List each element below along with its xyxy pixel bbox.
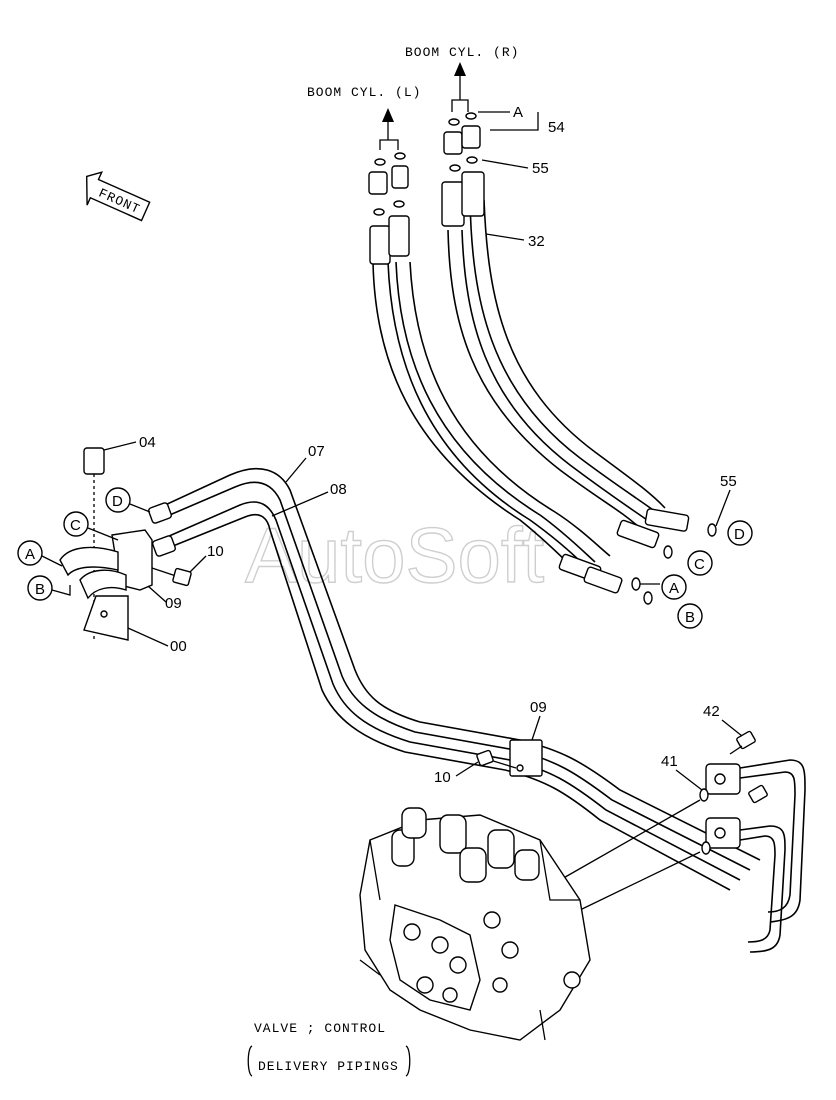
- control-valve: [359, 807, 591, 1041]
- callout-09-left: 09: [147, 585, 182, 612]
- boom-cyl-r-label: BOOM CYL. (R): [405, 45, 519, 60]
- hose-bundle-left: [372, 261, 611, 571]
- callout-41: 41: [661, 753, 703, 791]
- callout-a-ref: A: [513, 104, 523, 121]
- svg-text:04: 04: [139, 434, 156, 451]
- pipe-loops-right: [559, 759, 806, 953]
- svg-text:42: 42: [703, 703, 720, 720]
- callout-55-top: 55: [481, 159, 549, 177]
- svg-text:09: 09: [165, 595, 182, 612]
- connection-right-b: B: [677, 603, 703, 629]
- svg-text:32: 32: [528, 233, 545, 250]
- svg-text:41: 41: [661, 753, 678, 770]
- fittings-right: [441, 112, 485, 227]
- front-arrow: FRONT: [86, 171, 151, 222]
- svg-text:D: D: [112, 493, 123, 510]
- svg-text:10: 10: [434, 769, 451, 786]
- svg-text:D: D: [734, 526, 745, 543]
- callout-04: 04: [103, 434, 156, 451]
- svg-text:C: C: [694, 556, 705, 573]
- svg-text:07: 07: [308, 443, 325, 460]
- pipe-clamp: [476, 739, 543, 777]
- caption: VALVE ; CONTROL DELIVERY PIPINGS: [247, 1021, 411, 1077]
- svg-text:54: 54: [548, 119, 565, 136]
- pipes-07-08: [149, 467, 761, 891]
- connection-right-a: A: [640, 574, 687, 600]
- svg-text:C: C: [70, 517, 81, 534]
- boom-cyl-l-indicator: BOOM CYL. (L): [307, 85, 421, 150]
- callout-08: 08: [271, 481, 347, 517]
- svg-text:A: A: [25, 546, 35, 563]
- svg-text:08: 08: [330, 481, 347, 498]
- callout-00: 00: [127, 627, 187, 655]
- delivery-pipings-label: DELIVERY PIPINGS: [258, 1059, 399, 1074]
- boom-cyl-l-label: BOOM CYL. (L): [307, 85, 421, 100]
- callout-09-clamp: 09: [530, 699, 547, 741]
- callout-42: 42: [703, 703, 743, 737]
- callout-54: A 54: [478, 104, 565, 136]
- svg-text:00: 00: [170, 638, 187, 655]
- connection-right-d: D: [727, 520, 753, 546]
- svg-text:A: A: [669, 580, 679, 597]
- connection-left-a: A: [17, 540, 63, 567]
- callout-10-left: 10: [189, 543, 224, 573]
- svg-text:10: 10: [207, 543, 224, 560]
- connection-left-b: B: [27, 575, 71, 601]
- svg-text:B: B: [35, 581, 45, 598]
- callout-07: 07: [285, 443, 325, 483]
- fittings-end: [558, 508, 717, 605]
- callout-55-right: 55: [715, 473, 737, 527]
- callout-32: 32: [485, 233, 545, 250]
- svg-text:55: 55: [532, 160, 549, 177]
- callout-10-clamp: 10: [434, 761, 479, 786]
- svg-text:09: 09: [530, 699, 547, 716]
- bracket-assembly: [59, 447, 192, 641]
- boom-cyl-r-indicator: BOOM CYL. (R): [405, 45, 519, 112]
- watermark: AutoSoft: [245, 511, 545, 599]
- hose-bundle-right: [447, 199, 666, 529]
- svg-text:55: 55: [720, 473, 737, 490]
- connection-right-c: C: [687, 550, 713, 576]
- connection-left-c: C: [63, 511, 119, 541]
- connection-left-d: D: [105, 487, 151, 513]
- svg-text:B: B: [685, 609, 695, 626]
- fittings-left: [368, 152, 410, 265]
- valve-control-label: VALVE ; CONTROL: [254, 1021, 386, 1036]
